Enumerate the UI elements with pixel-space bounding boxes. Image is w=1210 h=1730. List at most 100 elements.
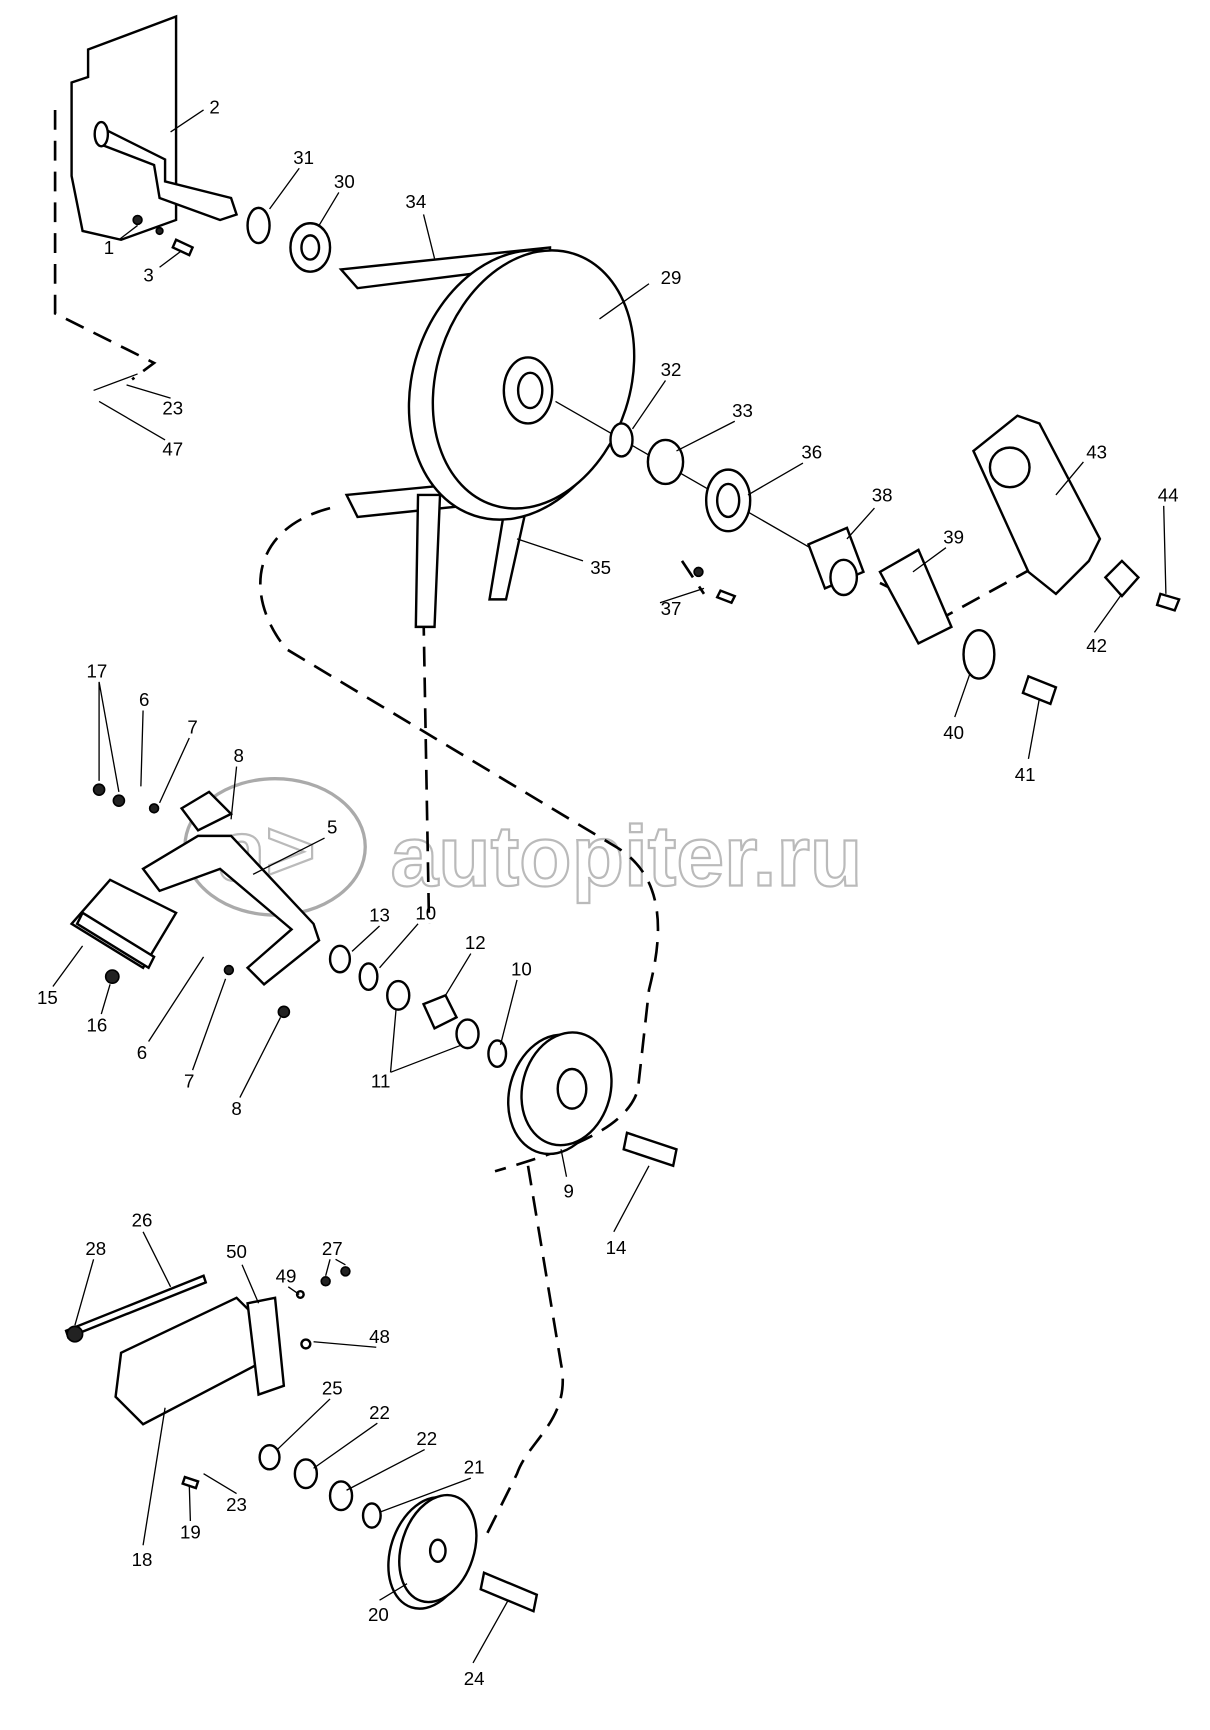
- retaining-ring: [246, 206, 271, 245]
- part-label: 8: [234, 745, 244, 766]
- screw: [715, 589, 737, 605]
- adjust-plate: [246, 1296, 286, 1397]
- washer: [258, 1443, 281, 1471]
- part-label: 7: [184, 1071, 194, 1092]
- tensioner-pulley: [387, 1493, 478, 1610]
- part-label: 49: [276, 1265, 297, 1286]
- part-label: 39: [943, 526, 964, 547]
- part-label: 8: [231, 1098, 241, 1119]
- nut: [92, 783, 106, 796]
- part-label: 17: [86, 660, 107, 681]
- part-label: 6: [139, 689, 149, 710]
- part-label: 33: [732, 400, 753, 421]
- small-bracket: [878, 548, 954, 645]
- part-label: 7: [187, 717, 197, 738]
- part-label: 18: [132, 1549, 153, 1570]
- watermark: a> autopiter.ru: [183, 777, 863, 917]
- spacer-end: [829, 558, 859, 597]
- part-label: 22: [416, 1428, 437, 1449]
- part-labels: 2 31 30 1 3 34 29 23 47 32 33 36 43 44 3…: [37, 96, 1179, 1689]
- retaining-ring: [609, 422, 634, 458]
- part-label: 3: [143, 265, 153, 286]
- screw: [181, 1475, 200, 1490]
- part-label: 34: [405, 191, 426, 212]
- nut: [320, 1276, 331, 1287]
- part-label: 12: [465, 932, 486, 953]
- part-label: 41: [1015, 764, 1036, 785]
- dashed-belt-path: [259, 506, 660, 1173]
- part-label: 48: [369, 1326, 390, 1347]
- mounting-plate: [70, 14, 239, 242]
- dashed-belt-path-2: [422, 615, 564, 1541]
- part-label: 11: [371, 1071, 390, 1092]
- part-label: 23: [162, 398, 183, 419]
- part-label: 16: [86, 1015, 107, 1036]
- part-label: 21: [464, 1457, 485, 1478]
- part-label: 42: [1086, 635, 1107, 656]
- part-label: 10: [511, 959, 532, 980]
- part-label: 1: [104, 237, 114, 258]
- part-label: 28: [85, 1238, 106, 1259]
- lock-washer: [155, 226, 164, 236]
- slide-channel: [114, 1296, 260, 1426]
- part-label: 22: [369, 1402, 390, 1423]
- idler-arm: [69, 790, 321, 986]
- bearing-bore: [300, 234, 321, 261]
- spring-rod: [75, 911, 156, 970]
- flange-bore: [715, 482, 741, 519]
- bolt: [1155, 592, 1181, 612]
- nut: [112, 794, 126, 807]
- part-label: 19: [180, 1522, 201, 1543]
- nut: [104, 969, 120, 985]
- bolt: [622, 1131, 678, 1168]
- part-label: 15: [37, 987, 58, 1008]
- nut: [340, 1266, 351, 1277]
- part-label: 35: [590, 557, 611, 578]
- bracket-hole: [988, 446, 1031, 489]
- idler-pulley: [507, 1031, 613, 1156]
- part-label: 9: [564, 1181, 574, 1202]
- axis-line: [555, 400, 815, 551]
- part-label: 32: [661, 359, 682, 380]
- nut: [66, 1325, 84, 1343]
- bolt: [1021, 674, 1058, 706]
- bearing: [328, 1480, 354, 1512]
- part-label: 47: [162, 438, 183, 459]
- part-label: 24: [464, 1668, 485, 1689]
- part-label: 44: [1158, 485, 1179, 506]
- washer-disc: [962, 628, 996, 680]
- bearing: [646, 438, 685, 486]
- part-label: 20: [368, 1604, 389, 1625]
- bearing: [386, 979, 411, 1011]
- belt-strand: [414, 493, 442, 629]
- leader-lines: [52, 109, 1167, 1664]
- dashed-axis-line: [680, 554, 1057, 618]
- washer: [295, 1289, 305, 1299]
- part-label: 29: [661, 267, 682, 288]
- dashed-mount-line: [53, 109, 157, 381]
- retaining-ring: [358, 962, 379, 992]
- motor-bracket: [971, 414, 1102, 596]
- part-label: 31: [293, 147, 314, 168]
- part-label: 14: [606, 1237, 627, 1258]
- part-label: 30: [334, 171, 355, 192]
- part-label: 36: [801, 442, 822, 463]
- watermark-text: autopiter.ru: [391, 808, 863, 904]
- clamp-plate: [1103, 559, 1141, 598]
- part-label: 6: [137, 1042, 147, 1063]
- part-label: 40: [943, 722, 964, 743]
- part-label: 23: [226, 1494, 247, 1515]
- part-label: 2: [209, 96, 219, 117]
- washer: [148, 803, 160, 814]
- nut: [693, 566, 704, 578]
- retaining-ring: [487, 1039, 508, 1069]
- washer: [223, 964, 235, 976]
- part-label: 50: [226, 1241, 247, 1262]
- part-label: 25: [322, 1378, 343, 1399]
- washer: [328, 944, 352, 974]
- bearing: [293, 1458, 319, 1490]
- part-label: 37: [661, 598, 682, 619]
- screw-set: [93, 373, 138, 392]
